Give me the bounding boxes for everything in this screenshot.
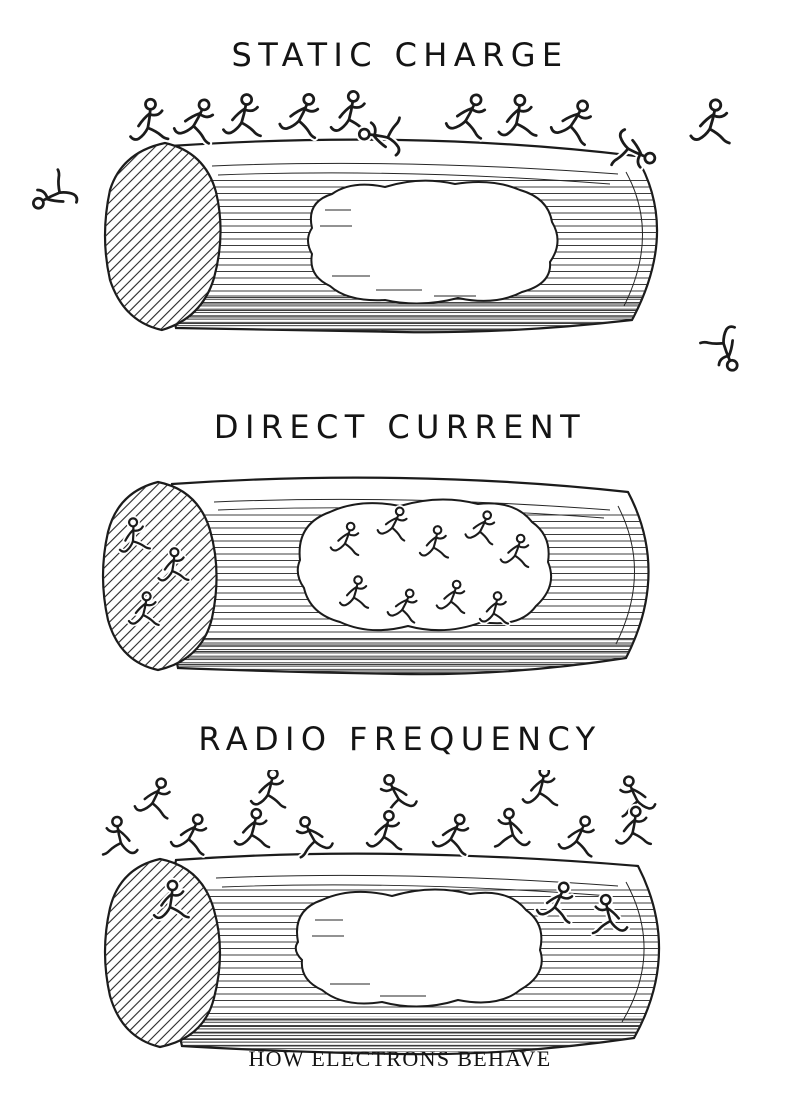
electron-runner-icon <box>700 320 755 376</box>
panel-title-static-charge: STATIC CHARGE <box>231 36 569 74</box>
rod-end-contour <box>615 505 635 645</box>
electron-runner-icon <box>248 770 285 810</box>
figure-caption: HOW ELECTRONS BEHAVE <box>248 1046 552 1071</box>
electron-runner-icon <box>134 776 171 818</box>
electron-runner-icon <box>549 96 593 145</box>
electron-runner-icon <box>432 812 469 854</box>
blob-inner-shading <box>312 919 426 997</box>
electron-runner-icon <box>364 810 401 852</box>
electron-runner-icon <box>295 814 333 857</box>
panel-title-radio-frequency: RADIO FREQUENCY <box>198 720 602 758</box>
direct-current-illustration <box>101 476 650 676</box>
blob-inner-shading <box>320 209 476 297</box>
radio-frequency-illustration <box>0 770 661 1056</box>
rod-end-contour <box>621 881 645 1023</box>
electron-runner-icon <box>124 97 168 146</box>
rod-highlight-blob <box>307 179 559 305</box>
rod-highlight-blob <box>294 888 543 1008</box>
electron-runner-icon <box>688 99 729 146</box>
rod-highlight-blob <box>296 498 552 632</box>
electron-runner-icon <box>28 170 84 226</box>
rod-end-cap <box>103 857 222 1049</box>
electron-runners-edge-row <box>103 805 651 859</box>
electron-runner-icon <box>103 816 141 859</box>
electron-runner-icon <box>495 808 533 851</box>
rod-end-contour <box>623 171 643 307</box>
electron-runner-icon <box>173 96 215 143</box>
electron-runner-icon <box>445 91 487 138</box>
panel-title-direct-current: DIRECT CURRENT <box>213 408 587 446</box>
electron-runner-icon <box>379 772 417 815</box>
electron-runner-icon <box>558 814 595 856</box>
electron-runner-icon <box>232 808 269 850</box>
electron-runner-icon <box>611 805 651 849</box>
static-charge-illustration <box>0 80 800 410</box>
rod-end-cap <box>103 141 222 332</box>
electron-runner-icon <box>520 770 557 809</box>
electron-runner-icon <box>170 812 207 854</box>
electron-runner-icon <box>279 92 319 138</box>
electron-runner-icon <box>220 94 260 140</box>
electron-runner-icon <box>493 94 536 142</box>
